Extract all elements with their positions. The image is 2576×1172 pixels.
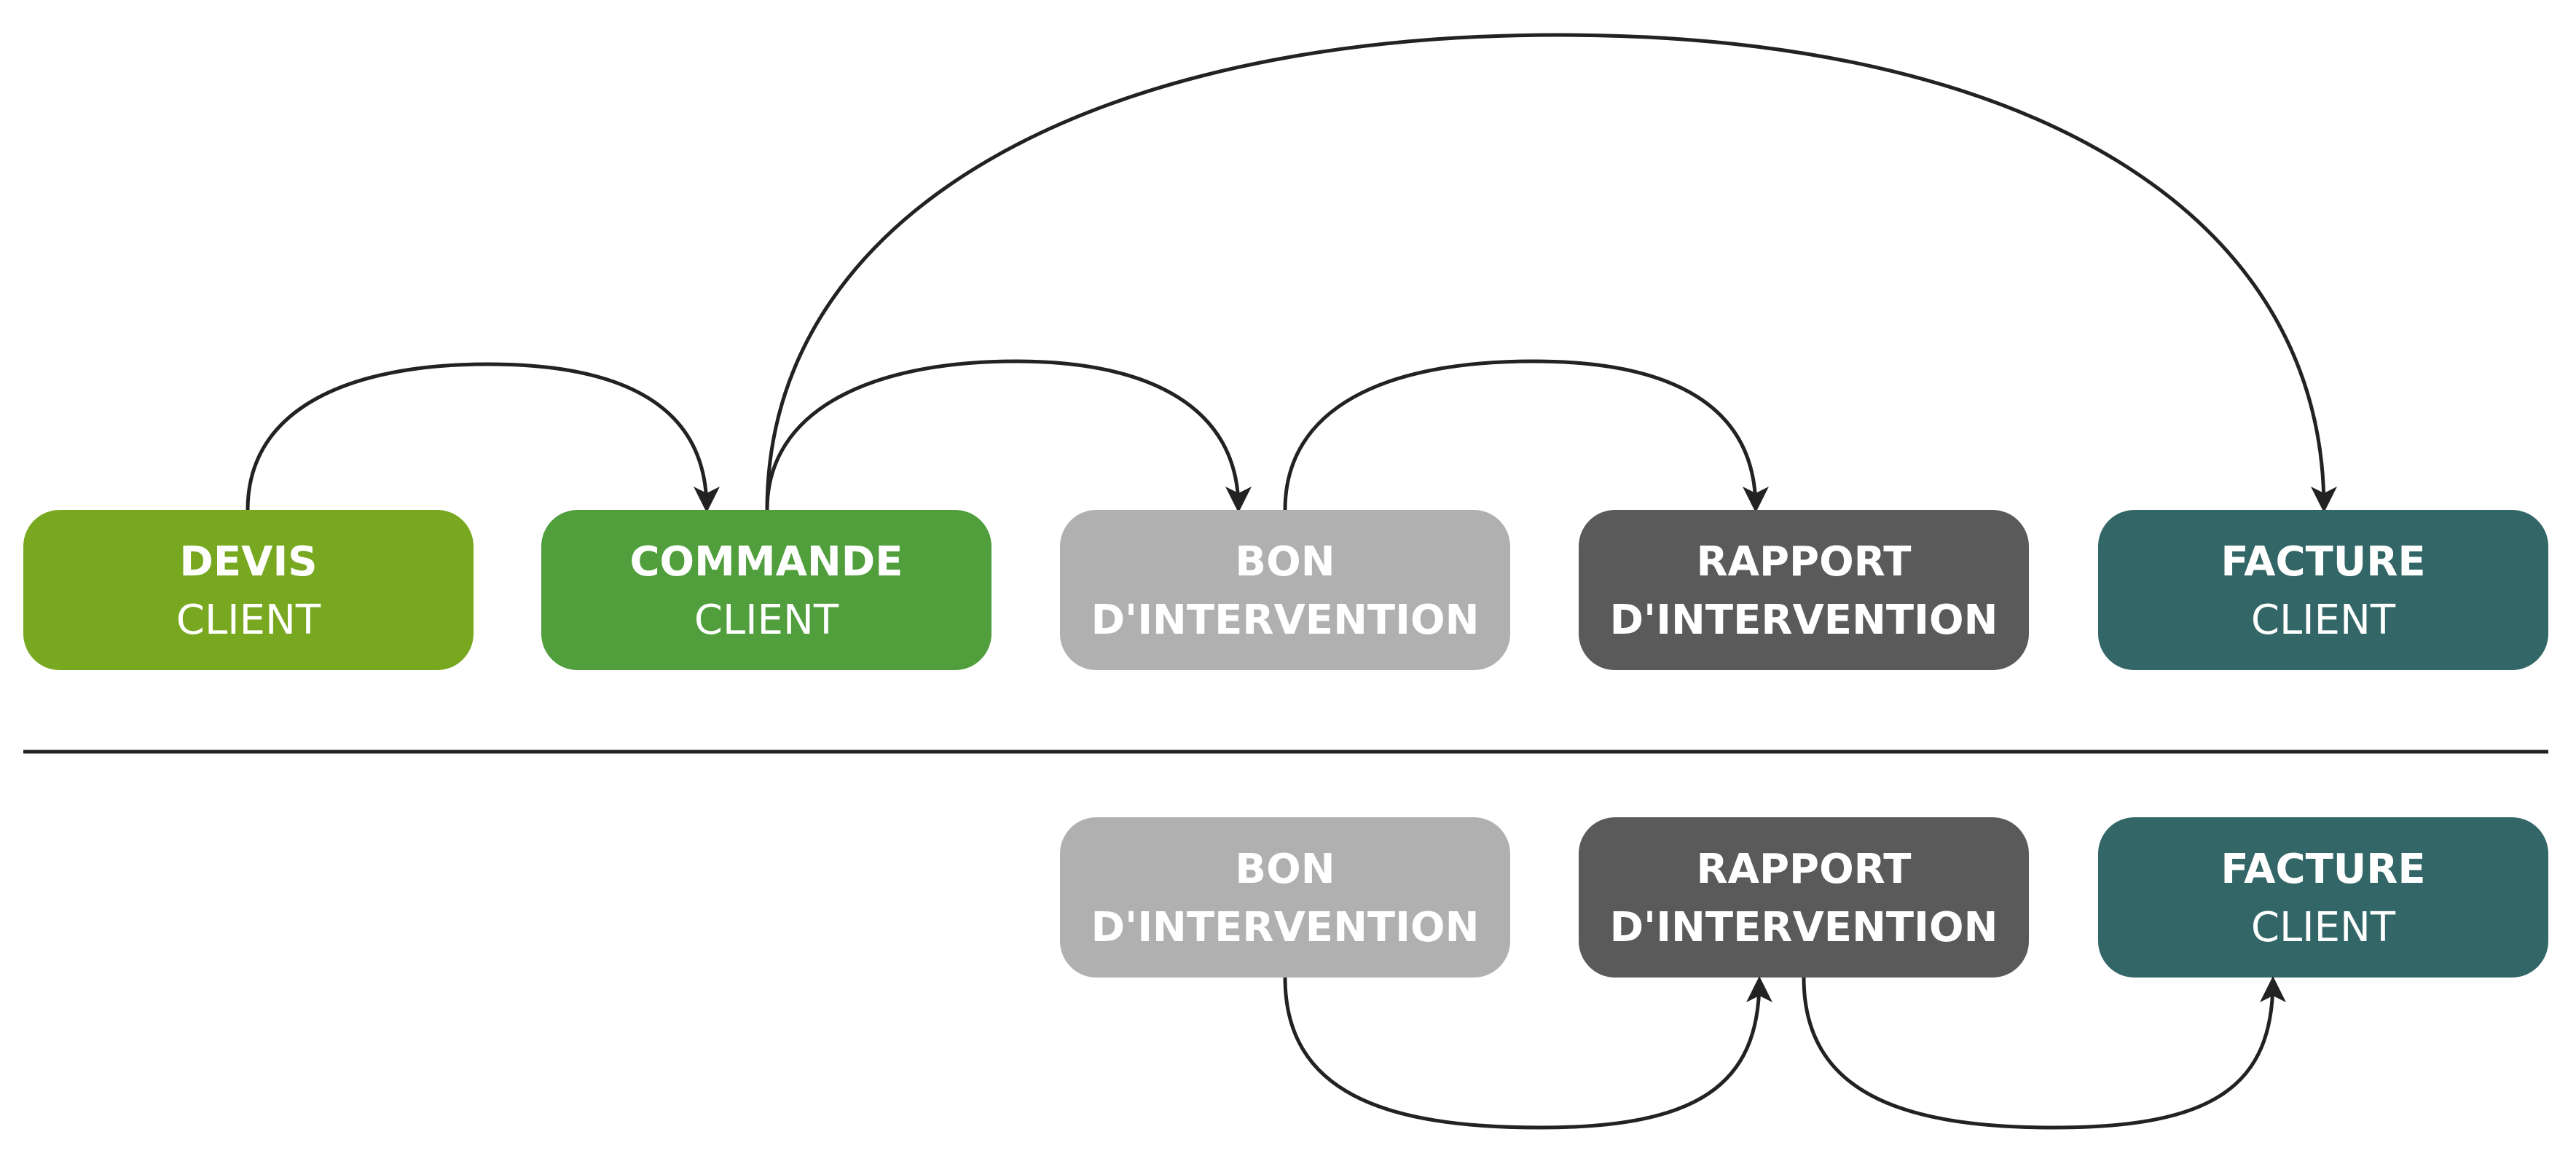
node-devis-client-subtitle: CLIENT [176, 597, 321, 644]
node-facture-client-box [2098, 510, 2548, 670]
node-devis-client-box [23, 510, 474, 670]
node-bon-intervention-title: BON [1235, 538, 1335, 586]
node-facture-client-bottom-subtitle: CLIENT [2251, 904, 2396, 951]
node-commande-client: COMMANDE CLIENT [541, 510, 991, 670]
node-rapport-intervention-bottom-subtitle: D'INTERVENTION [1610, 904, 1998, 951]
node-devis-client: DEVIS CLIENT [23, 510, 474, 670]
connector-bottom-bon-to-rapport [1283, 976, 1772, 1130]
node-bon-intervention-bottom-box [1060, 817, 1510, 978]
node-facture-client-title: FACTURE [2220, 538, 2425, 586]
node-commande-client-title: COMMANDE [629, 538, 903, 586]
connector-commande-to-bon [765, 359, 1252, 513]
connector-commande-to-facture [765, 33, 2337, 513]
node-bon-intervention-box [1060, 510, 1510, 670]
connector-bon-to-rapport [1283, 359, 1769, 513]
node-facture-client-subtitle: CLIENT [2251, 597, 2396, 644]
node-rapport-intervention: RAPPORT D'INTERVENTION [1579, 510, 2029, 670]
node-facture-client: FACTURE CLIENT [2098, 510, 2548, 670]
node-devis-client-title: DEVIS [179, 538, 317, 586]
node-bon-intervention-bottom-title: BON [1235, 846, 1335, 893]
node-bon-intervention: BON D'INTERVENTION [1060, 510, 1510, 670]
node-facture-client-bottom-box [2098, 817, 2548, 978]
node-facture-client-bottom-title: FACTURE [2220, 846, 2425, 893]
node-rapport-intervention-bottom: RAPPORT D'INTERVENTION [1579, 817, 2029, 978]
node-rapport-intervention-bottom-title: RAPPORT [1697, 846, 1912, 893]
connector-bottom-rapport-to-facture [1802, 976, 2286, 1130]
connector-devis-to-commande [246, 362, 720, 513]
node-commande-client-subtitle: CLIENT [694, 597, 839, 644]
node-rapport-intervention-title: RAPPORT [1697, 538, 1912, 586]
node-commande-client-box [541, 510, 991, 670]
node-rapport-intervention-bottom-box [1579, 817, 2029, 978]
node-bon-intervention-bottom-subtitle: D'INTERVENTION [1091, 904, 1480, 951]
node-facture-client-bottom: FACTURE CLIENT [2098, 817, 2548, 978]
node-rapport-intervention-box [1579, 510, 2029, 670]
node-rapport-intervention-subtitle: D'INTERVENTION [1610, 597, 1998, 644]
node-bon-intervention-bottom: BON D'INTERVENTION [1060, 817, 1510, 978]
node-bon-intervention-subtitle: D'INTERVENTION [1091, 597, 1480, 644]
